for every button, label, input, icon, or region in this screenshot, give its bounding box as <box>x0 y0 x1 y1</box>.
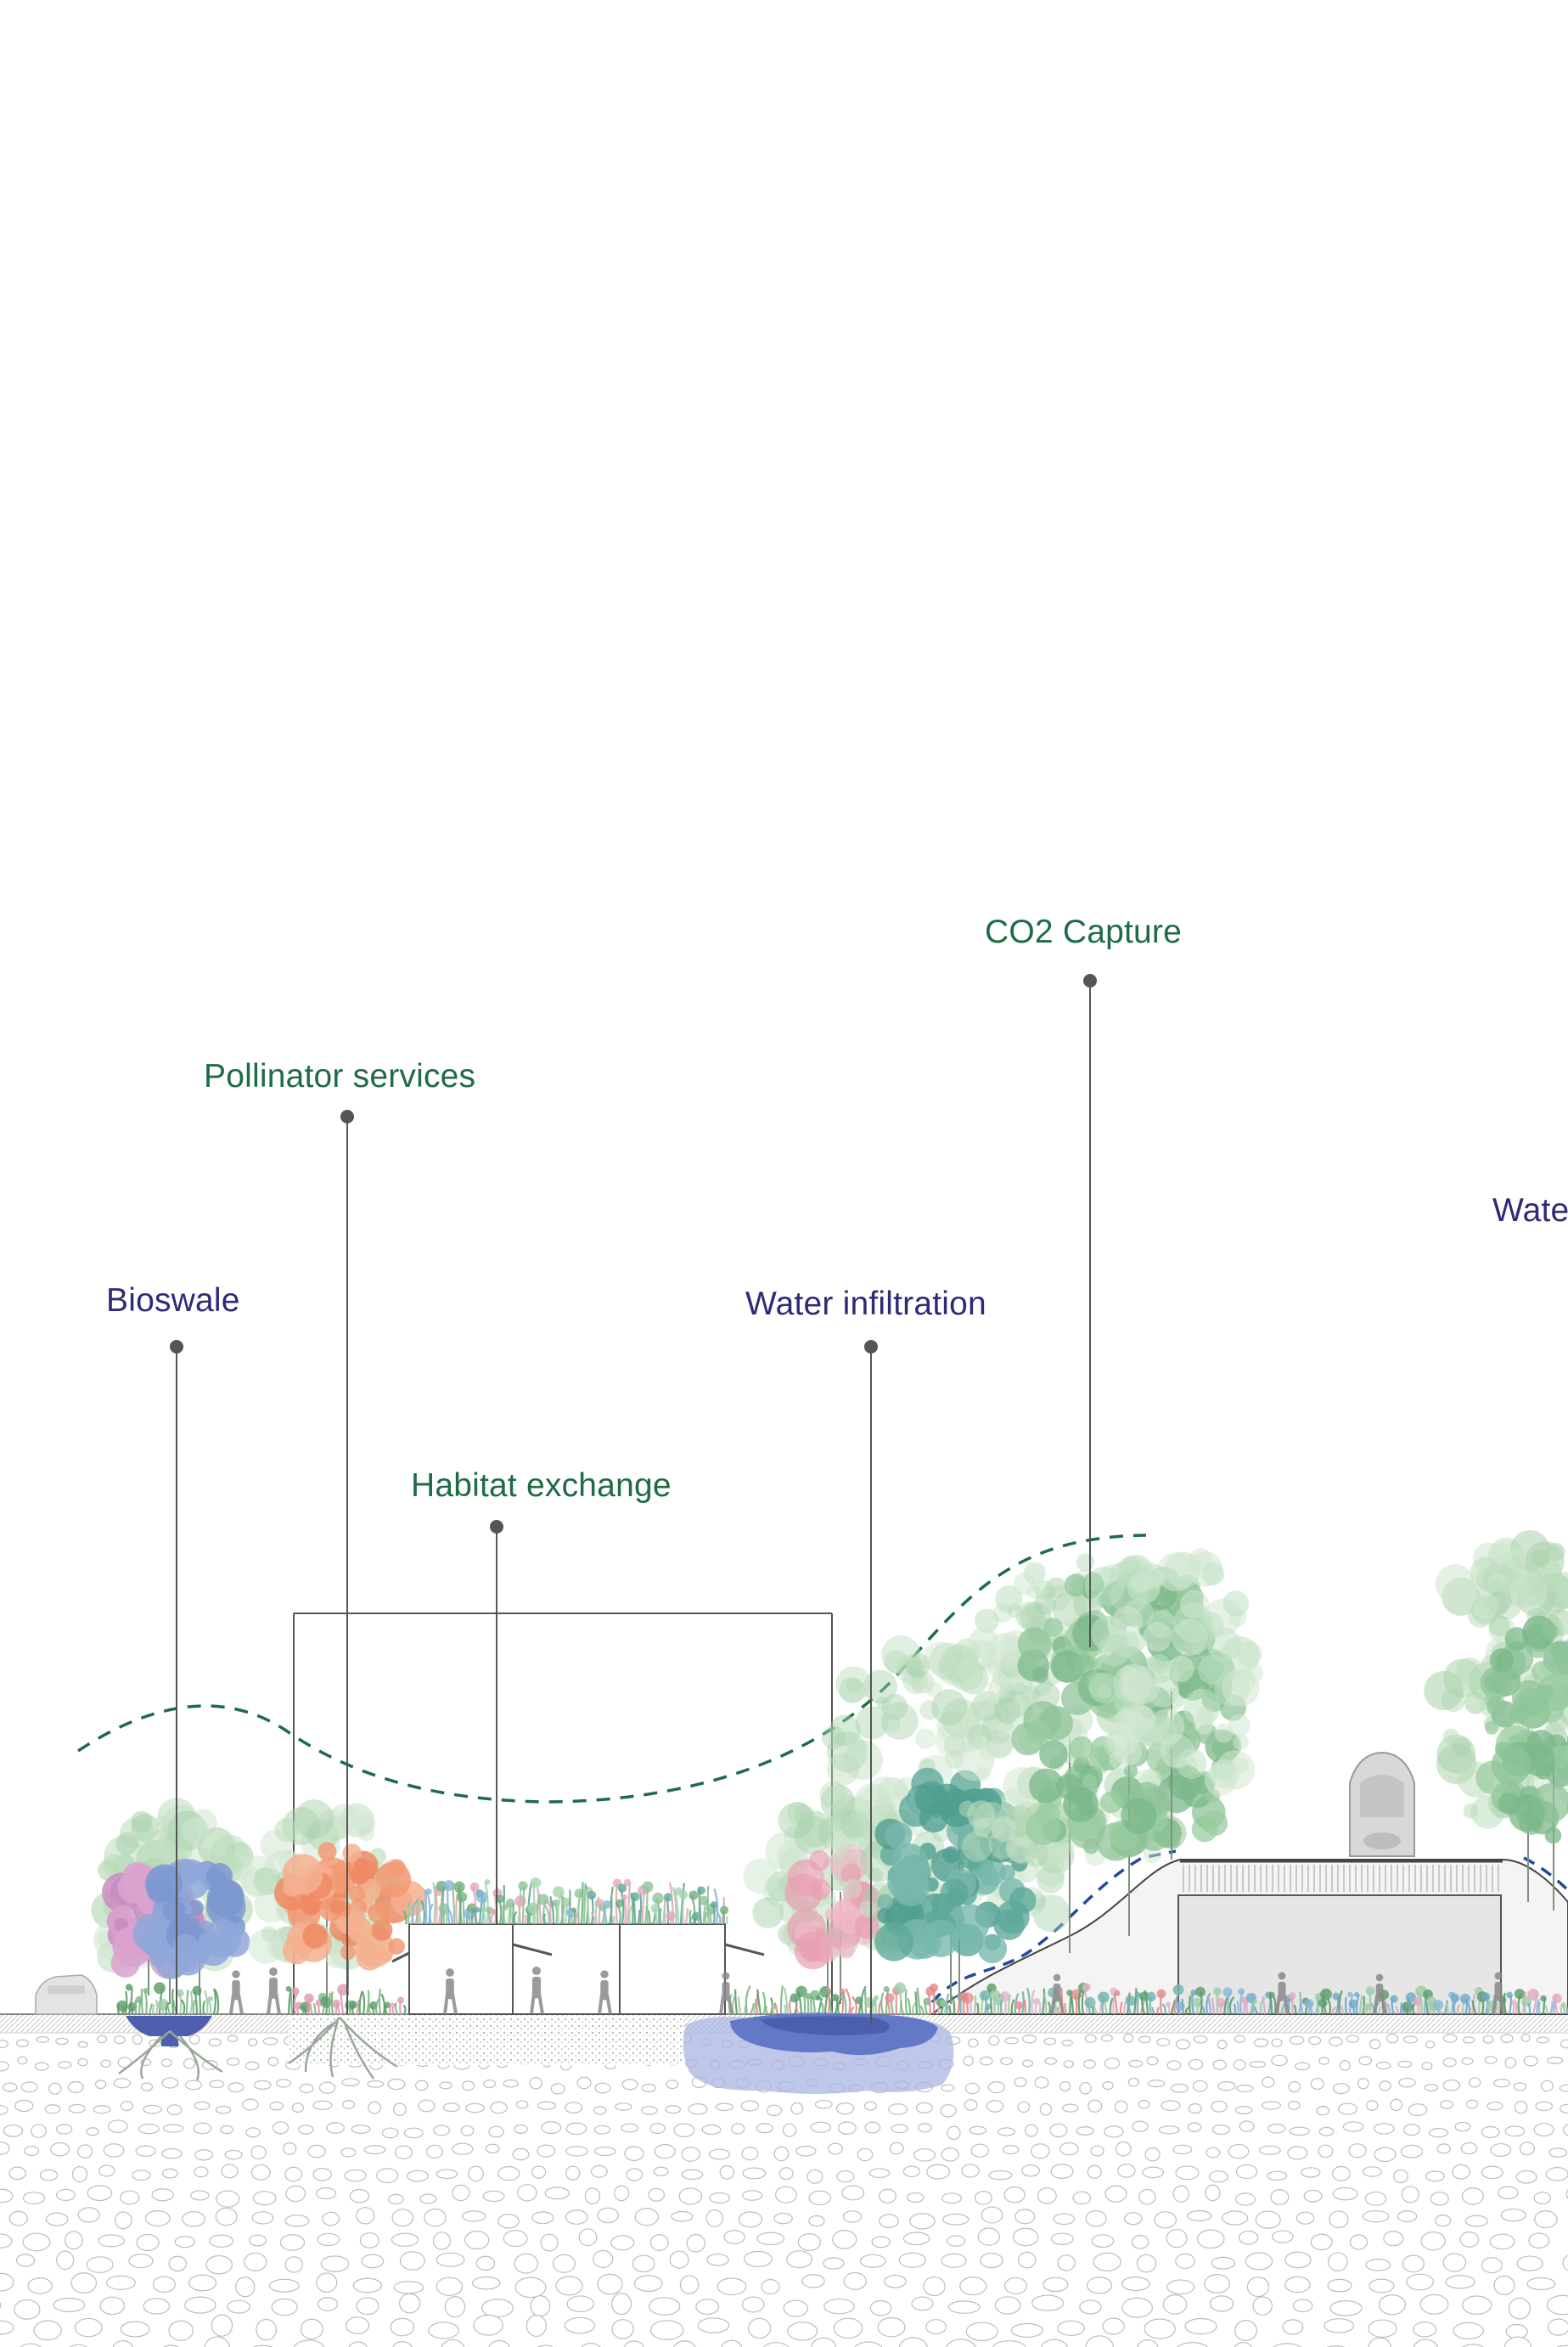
leader-pollinator <box>340 1110 354 2014</box>
tree-roots <box>118 2017 398 2081</box>
canopy-dashed-line <box>77 1534 1147 1804</box>
label-water-infiltration: Water infiltration <box>745 1286 986 1322</box>
vegetation <box>91 1530 1568 2004</box>
bioswale-basin <box>126 2016 212 2046</box>
people-silhouettes <box>229 1966 1506 2015</box>
label-water-cut-off: Wate <box>1492 1192 1568 1229</box>
covered-hall <box>930 1751 1568 2015</box>
label-habitat-exchange: Habitat exchange <box>411 1467 672 1504</box>
label-bioswale: Bioswale <box>106 1282 240 1319</box>
railing <box>1183 1865 1499 1892</box>
water-infiltration-zone <box>683 2012 954 2094</box>
green-roof-pavilion <box>391 1923 765 2015</box>
label-pollinator-services: Pollinator services <box>204 1058 476 1095</box>
car-silhouette <box>35 1974 98 2015</box>
tram-vehicle <box>1349 1751 1415 1857</box>
leader-habitat <box>490 1520 503 1924</box>
leader-co2 <box>1083 974 1097 1647</box>
label-co2-capture: CO2 Capture <box>985 914 1182 950</box>
ground-plants <box>116 1877 1568 2015</box>
leader-bioswale <box>170 1340 183 2014</box>
leader-infiltration <box>864 1340 878 2025</box>
